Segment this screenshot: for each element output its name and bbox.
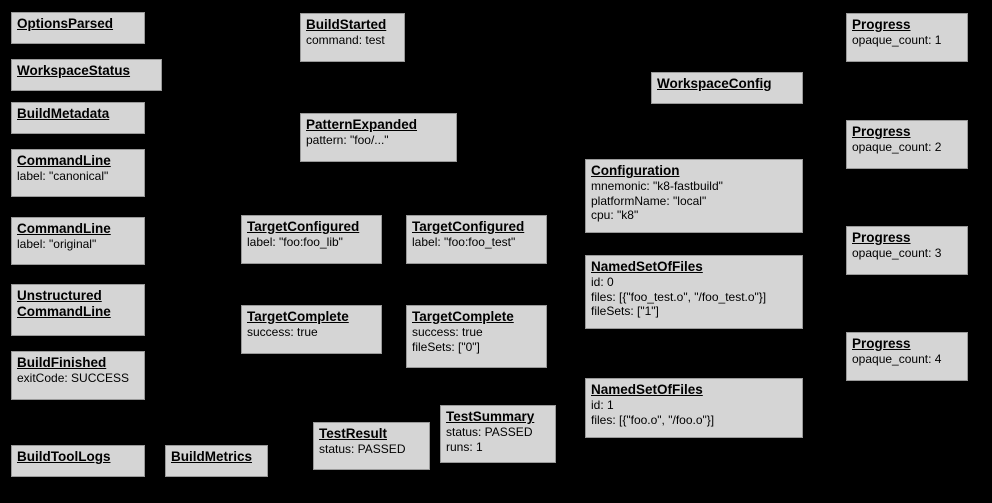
node-field: opaque_count: 1 xyxy=(852,33,942,47)
node-title: WorkspaceStatus xyxy=(17,63,131,78)
node-field: opaque_count: 2 xyxy=(852,140,942,154)
node-field: label: "foo:foo_test" xyxy=(412,235,516,249)
node-title: NamedSetOfFiles xyxy=(591,259,703,274)
node-field: status: PASSED xyxy=(446,425,533,439)
node-title: NamedSetOfFiles xyxy=(591,382,703,397)
node-title: TargetComplete xyxy=(247,309,349,324)
node-field: status: PASSED xyxy=(319,442,406,456)
node-build-tool-logs[interactable]: BuildToolLogs xyxy=(11,445,145,477)
node-field: label: "foo:foo_lib" xyxy=(247,235,343,249)
node-title: TestSummary xyxy=(446,409,535,424)
node-field: opaque_count: 3 xyxy=(852,246,942,260)
node-fields: status: PASSED xyxy=(319,442,424,457)
node-title: Configuration xyxy=(591,163,680,178)
node-workspace-config[interactable]: WorkspaceConfig xyxy=(651,72,803,104)
node-options-parsed[interactable]: OptionsParsed xyxy=(11,12,145,44)
node-field: label: "original" xyxy=(17,237,97,251)
node-title: BuildFinished xyxy=(17,355,107,370)
node-title: BuildToolLogs xyxy=(17,449,111,464)
node-title: WorkspaceConfig xyxy=(657,76,772,91)
node-title: BuildStarted xyxy=(306,17,387,32)
node-title: Progress xyxy=(852,336,911,351)
node-field: cpu: "k8" xyxy=(591,208,639,222)
node-fields: label: "canonical" xyxy=(17,169,139,184)
node-field: files: [{"foo_test.o", "/foo_test.o"}] xyxy=(591,289,767,304)
node-field: exitCode: SUCCESS xyxy=(17,371,130,385)
node-title: BuildMetadata xyxy=(17,106,110,121)
node-title: TargetConfigured xyxy=(412,219,525,234)
node-field: fileSets: ["0"] xyxy=(412,339,480,354)
node-build-metrics[interactable]: BuildMetrics xyxy=(165,445,268,477)
node-title: CommandLine xyxy=(17,153,111,168)
node-field: platformName: "local" xyxy=(591,193,707,208)
node-fields: opaque_count: 1 xyxy=(852,33,962,48)
node-field: fileSets: ["1"] xyxy=(591,304,659,318)
node-title: PatternExpanded xyxy=(306,117,418,132)
node-field: mnemonic: "k8-fastbuild" xyxy=(591,179,723,193)
node-title: TestResult xyxy=(319,426,388,441)
node-fields: command: test xyxy=(306,33,399,48)
node-fields: label: "original" xyxy=(17,237,139,252)
node-title: TargetComplete xyxy=(412,309,514,324)
node-fields: label: "foo:foo_lib" xyxy=(247,235,376,250)
node-field: files: [{"foo.o", "/foo.o"}] xyxy=(591,412,715,427)
node-title: Progress xyxy=(852,17,911,32)
node-fields: success: true xyxy=(247,325,376,340)
node-field: id: 1 xyxy=(591,398,614,412)
node-build-metadata[interactable]: BuildMetadata xyxy=(11,102,145,134)
node-field: success: true xyxy=(412,325,483,339)
node-fields: exitCode: SUCCESS xyxy=(17,371,139,386)
node-field: pattern: "foo/..." xyxy=(306,133,389,147)
node-field: label: "canonical" xyxy=(17,169,109,183)
node-unstructured-command-line[interactable]: Unstructured CommandLine xyxy=(11,284,145,336)
node-title: OptionsParsed xyxy=(17,16,114,31)
node-fields: mnemonic: "k8-fastbuild"platformName: "l… xyxy=(591,179,797,223)
node-workspace-status[interactable]: WorkspaceStatus xyxy=(11,59,162,91)
node-fields: opaque_count: 3 xyxy=(852,246,962,261)
node-title: CommandLine xyxy=(17,221,111,236)
node-fields: opaque_count: 2 xyxy=(852,140,962,155)
node-fields: label: "foo:foo_test" xyxy=(412,235,541,250)
node-fields: pattern: "foo/..." xyxy=(306,133,451,148)
node-title: Progress xyxy=(852,230,911,245)
node-title: Progress xyxy=(852,124,911,139)
node-field: success: true xyxy=(247,325,318,339)
node-title: Unstructured CommandLine xyxy=(17,288,111,319)
node-fields: opaque_count: 4 xyxy=(852,352,962,367)
node-title: TargetConfigured xyxy=(247,219,360,234)
node-title: BuildMetrics xyxy=(171,449,253,464)
node-field: opaque_count: 4 xyxy=(852,352,942,366)
node-field: id: 0 xyxy=(591,275,614,289)
node-field: command: test xyxy=(306,33,385,47)
node-field: runs: 1 xyxy=(446,439,483,454)
